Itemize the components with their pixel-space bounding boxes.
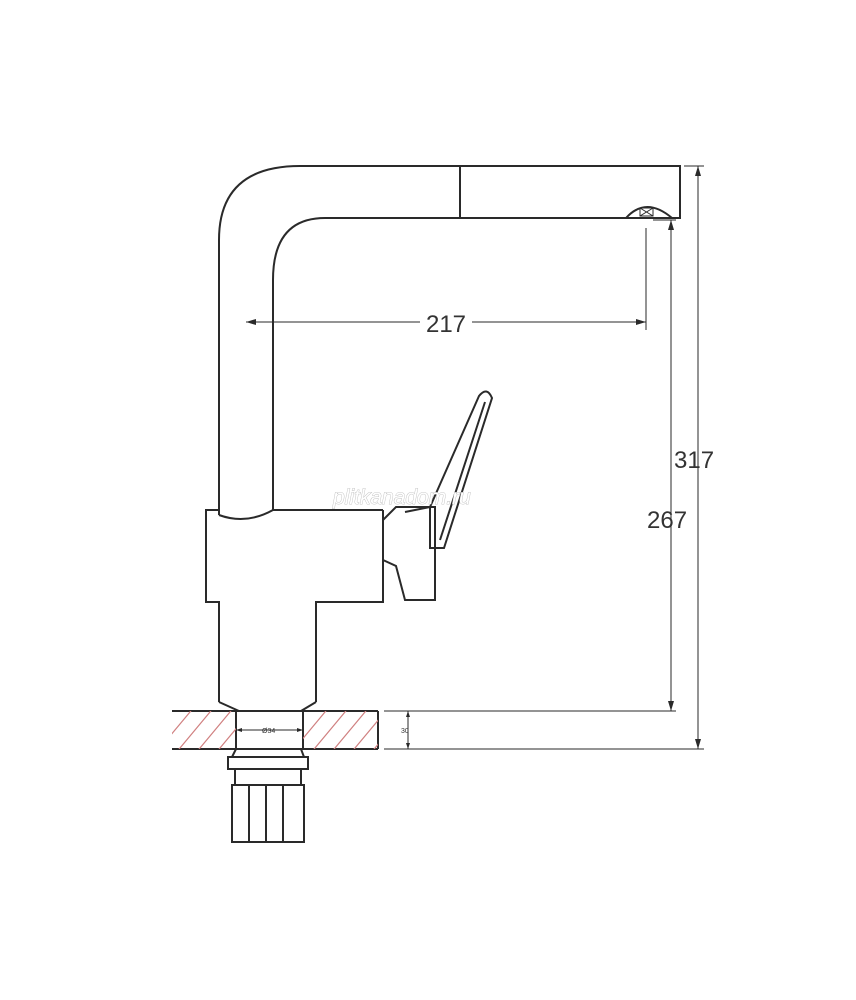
countertop: Ø34 xyxy=(172,710,379,750)
countertop-thickness-label: 30 xyxy=(401,728,409,735)
aerator-nozzle xyxy=(623,206,675,219)
mounting-nut xyxy=(227,748,309,843)
dimension-spout-height: 267 xyxy=(384,219,687,712)
dimension-total-height: 317 xyxy=(384,165,714,750)
countertop-hatch-right xyxy=(303,711,378,749)
dimension-spout-reach: 217 xyxy=(246,228,647,338)
watermark-text: plitkanadom.ru xyxy=(332,486,471,509)
dimension-countertop-thickness: 30 xyxy=(401,711,410,749)
total-height-label: 317 xyxy=(674,447,714,474)
aerator-outlet-mark xyxy=(639,207,654,217)
countertop-hatch-left xyxy=(172,711,236,749)
control-handle xyxy=(382,390,494,601)
spout xyxy=(218,165,681,515)
mixer-body xyxy=(205,509,384,712)
spout-height-label: 267 xyxy=(647,507,687,534)
hole-diameter-label: Ø34 xyxy=(262,728,275,735)
spout-reach-label: 217 xyxy=(426,311,466,338)
